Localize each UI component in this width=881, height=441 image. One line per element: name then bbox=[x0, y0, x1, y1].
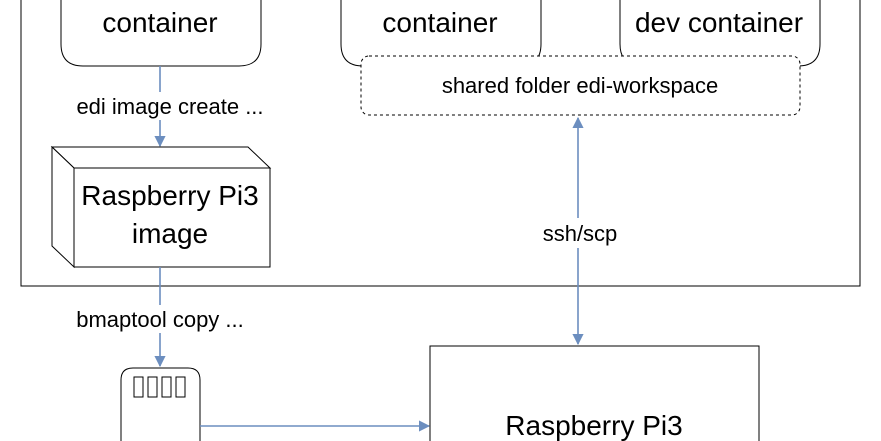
shared-folder-label: shared folder edi-workspace bbox=[442, 73, 718, 98]
container-left-label: container bbox=[102, 7, 217, 38]
edge-label-edi-image-create: edi image create ... bbox=[76, 94, 263, 119]
rpi-image-label-line1: Raspberry Pi3 bbox=[81, 180, 258, 211]
sd-card-contacts-icon bbox=[133, 376, 186, 398]
raspberry-pi-device: Raspberry Pi3 bbox=[429, 345, 760, 441]
sd-card bbox=[120, 367, 201, 441]
rpi-image-box: Raspberry Pi3 image bbox=[50, 145, 272, 269]
container-mid: container bbox=[340, 0, 542, 67]
container-mid-label: container bbox=[382, 7, 497, 38]
shared-folder: shared folder edi-workspace bbox=[360, 55, 801, 116]
raspberry-pi-label: Raspberry Pi3 bbox=[505, 410, 682, 441]
container-left: container bbox=[60, 0, 262, 67]
rpi-image-label-line2: image bbox=[132, 218, 208, 249]
host-boundary bbox=[20, 0, 861, 287]
edge-label-bmaptool-copy: bmaptool copy ... bbox=[76, 307, 244, 332]
dev-container-label: dev container bbox=[635, 7, 803, 38]
edge-label-ssh-scp: ssh/scp bbox=[543, 221, 618, 246]
dev-container: dev container bbox=[619, 0, 821, 67]
